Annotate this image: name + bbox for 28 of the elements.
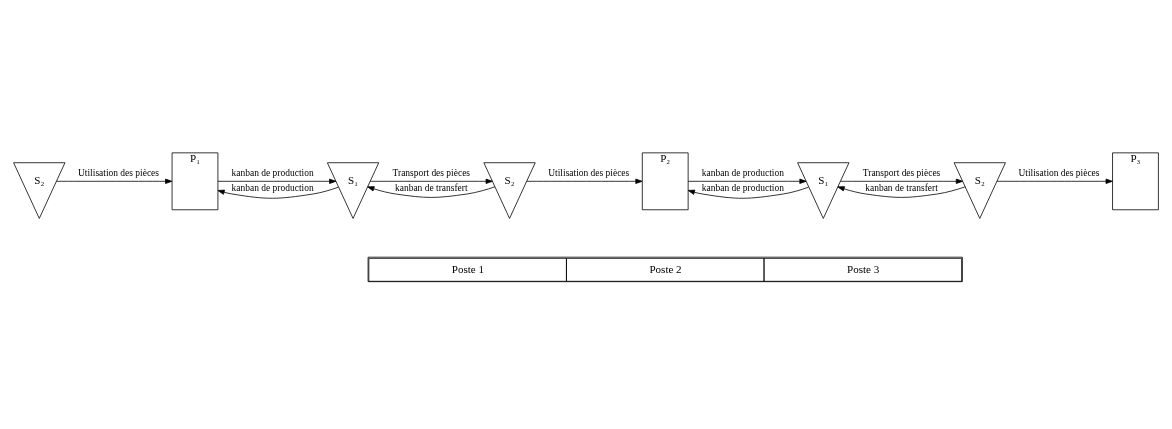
arrow — [526, 178, 643, 184]
edge-label: Utilisation des pièces — [1018, 168, 1100, 179]
edge-label: kanban de production — [231, 183, 314, 194]
edge-label: kanban de production — [701, 168, 784, 179]
arrow — [367, 186, 496, 198]
edge-label: Transport des pièces — [392, 168, 471, 179]
arrow — [217, 186, 339, 199]
arrow — [687, 186, 809, 199]
edge-label: Transport des pièces — [862, 168, 941, 179]
edge-label: Utilisation des pièces — [78, 168, 160, 179]
arrow — [996, 178, 1113, 184]
arrow — [840, 178, 963, 184]
arrow — [217, 178, 337, 184]
node-box: P₃ — [1112, 152, 1159, 211]
edge-label: kanban de transfert — [865, 183, 938, 194]
arrow — [687, 178, 807, 184]
label: Poste 2 — [649, 262, 682, 275]
arrow — [370, 178, 493, 184]
edge-label: kanban de transfert — [395, 183, 468, 194]
arrow — [56, 178, 173, 184]
node-box: P₁ — [171, 152, 219, 211]
label: Poste 1 — [451, 262, 485, 275]
node-box: P₂ — [641, 152, 689, 211]
edge-label: kanban de production — [231, 168, 314, 179]
edge-label: kanban de production — [701, 183, 784, 194]
label: Poste 3 — [847, 262, 880, 275]
arrow — [837, 186, 966, 198]
edge-label: Utilisation des pièces — [548, 168, 630, 179]
